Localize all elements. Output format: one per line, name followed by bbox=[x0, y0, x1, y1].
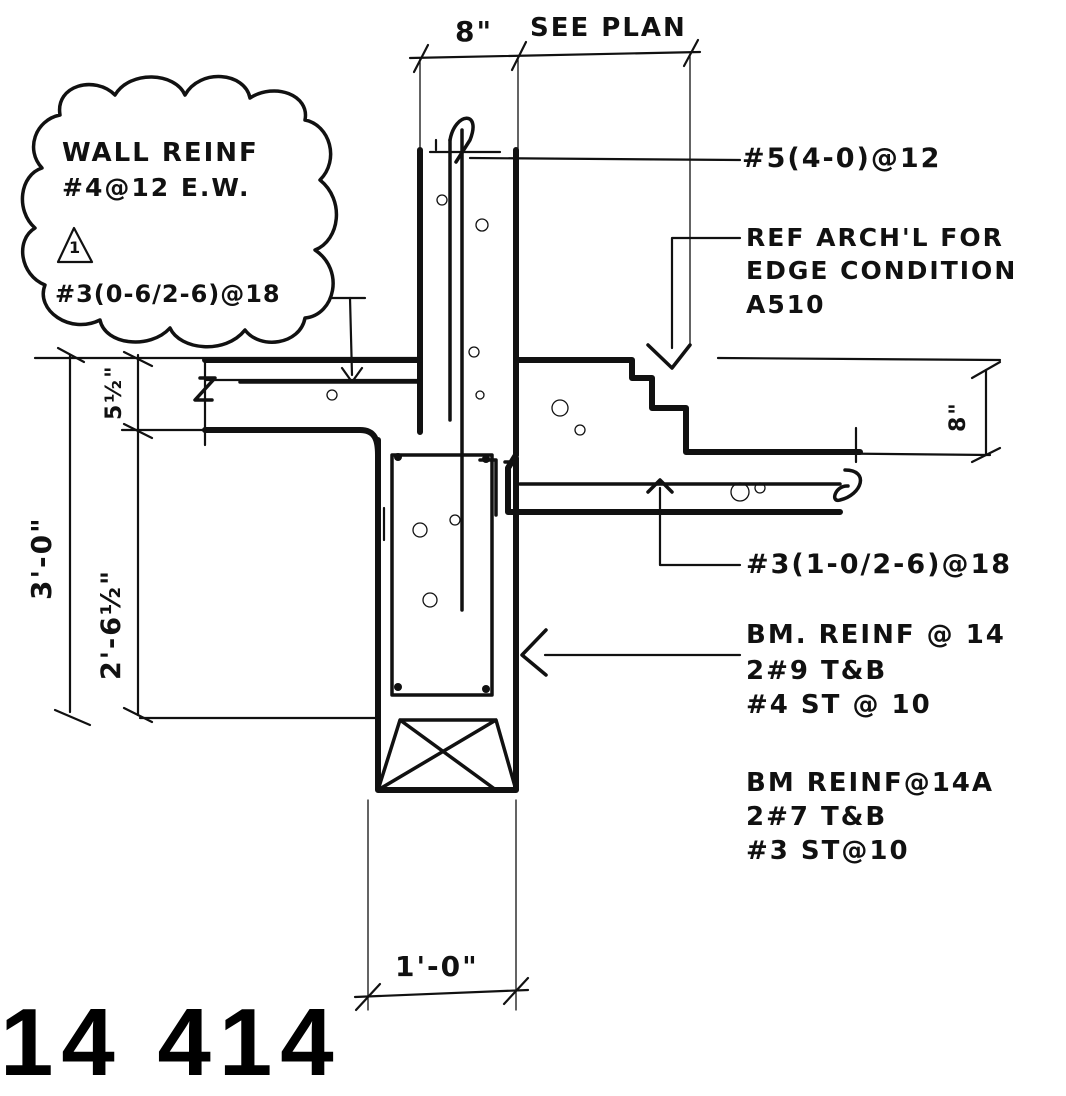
beam-height-dim: 2'-6½" bbox=[96, 568, 127, 680]
see-plan-label: SEE PLAN bbox=[530, 13, 687, 43]
right-slab bbox=[505, 357, 863, 515]
hook-bar-label: #3(0-6/2-6)@18 bbox=[55, 280, 281, 308]
revision-triangle bbox=[56, 226, 94, 264]
wall-reinf-label-2: #4@12 E.W. bbox=[62, 173, 251, 202]
aggregate-hatch bbox=[326, 194, 766, 608]
concrete-beam bbox=[375, 437, 519, 793]
lower-bar-label: #3(1-0/2-6)@18 bbox=[746, 549, 1013, 580]
void-form-box bbox=[376, 718, 518, 792]
bm14-line-2: 2#9 T&B bbox=[746, 656, 888, 686]
beam-width-dim: 1'-0" bbox=[395, 950, 479, 983]
concrete-wall bbox=[417, 147, 519, 458]
overall-height-dim: 3'-0" bbox=[25, 516, 58, 600]
section-detail-drawing bbox=[20, 38, 1002, 1012]
bm14a-line-3: #3 ST@10 bbox=[746, 836, 910, 866]
top-bar-label: #5(4-0)@12 bbox=[742, 143, 942, 174]
bm14-line-3: #4 ST @ 10 bbox=[746, 690, 932, 720]
revision-cloud bbox=[20, 74, 338, 349]
bm14-line-1: BM. REINF @ 14 bbox=[746, 620, 1006, 650]
wall-thickness-dim: 8" bbox=[455, 15, 494, 48]
detail-title: 14 414 bbox=[0, 989, 342, 1096]
wall-reinf-label-1: WALL REINF bbox=[62, 138, 259, 168]
revision-number: 1 bbox=[69, 238, 81, 257]
left-slab bbox=[202, 357, 423, 458]
ref-note-1: REF ARCH'L FOR bbox=[746, 223, 1004, 252]
step-depth-dim: 8" bbox=[946, 401, 971, 432]
slab-depth-dim: 5½" bbox=[102, 364, 127, 420]
bm14a-line-2: 2#7 T&B bbox=[746, 802, 888, 832]
ref-note-3: A510 bbox=[746, 290, 826, 319]
top-dimension-line bbox=[408, 50, 702, 60]
ref-note-2: EDGE CONDITION bbox=[746, 256, 1018, 285]
bm14a-line-1: BM REINF@14A bbox=[746, 768, 995, 798]
